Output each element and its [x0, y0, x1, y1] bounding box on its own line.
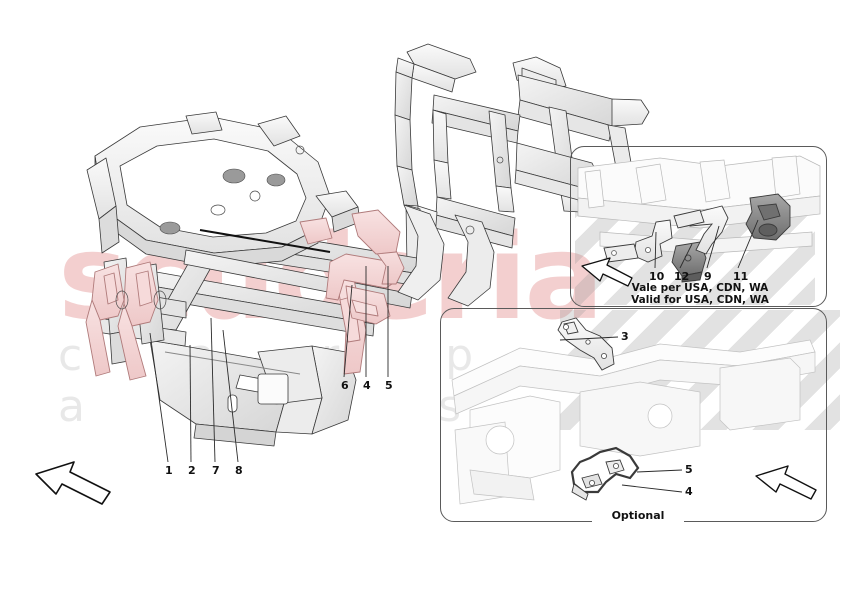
- panel-optional-callout-5[interactable]: 5: [685, 463, 693, 476]
- panel-usa-callout-12[interactable]: 12: [674, 270, 690, 283]
- panel-optional-callout-3[interactable]: 3: [621, 330, 629, 343]
- note-vale-per-usa: Vale per USA, CDN, WA: [631, 282, 769, 294]
- panel-usa-callout-11[interactable]: 11: [733, 270, 749, 283]
- callout-1[interactable]: 1: [165, 464, 173, 477]
- callout-8[interactable]: 8: [235, 464, 243, 477]
- panel-usa-callout-10[interactable]: 10: [649, 270, 665, 283]
- note-valid-for-usa: Valid for USA, CDN, WA: [631, 294, 769, 306]
- callout-4[interactable]: 4: [363, 379, 371, 392]
- callout-6[interactable]: 6: [341, 379, 349, 392]
- panel-optional-title: Optional: [592, 509, 684, 522]
- view-direction-arrow-main: [35, 461, 111, 505]
- callout-5[interactable]: 5: [385, 379, 393, 392]
- view-direction-arrow-usa: [581, 257, 633, 287]
- panel-usa-cdn-wa: [570, 146, 827, 307]
- callout-7[interactable]: 7: [212, 464, 220, 477]
- panel-optional-callout-4[interactable]: 4: [685, 485, 693, 498]
- callout-2[interactable]: 2: [188, 464, 196, 477]
- view-direction-arrow-optional: [755, 465, 817, 500]
- panel-optional: [440, 308, 827, 522]
- panel-usa-callout-9[interactable]: 9: [704, 270, 712, 283]
